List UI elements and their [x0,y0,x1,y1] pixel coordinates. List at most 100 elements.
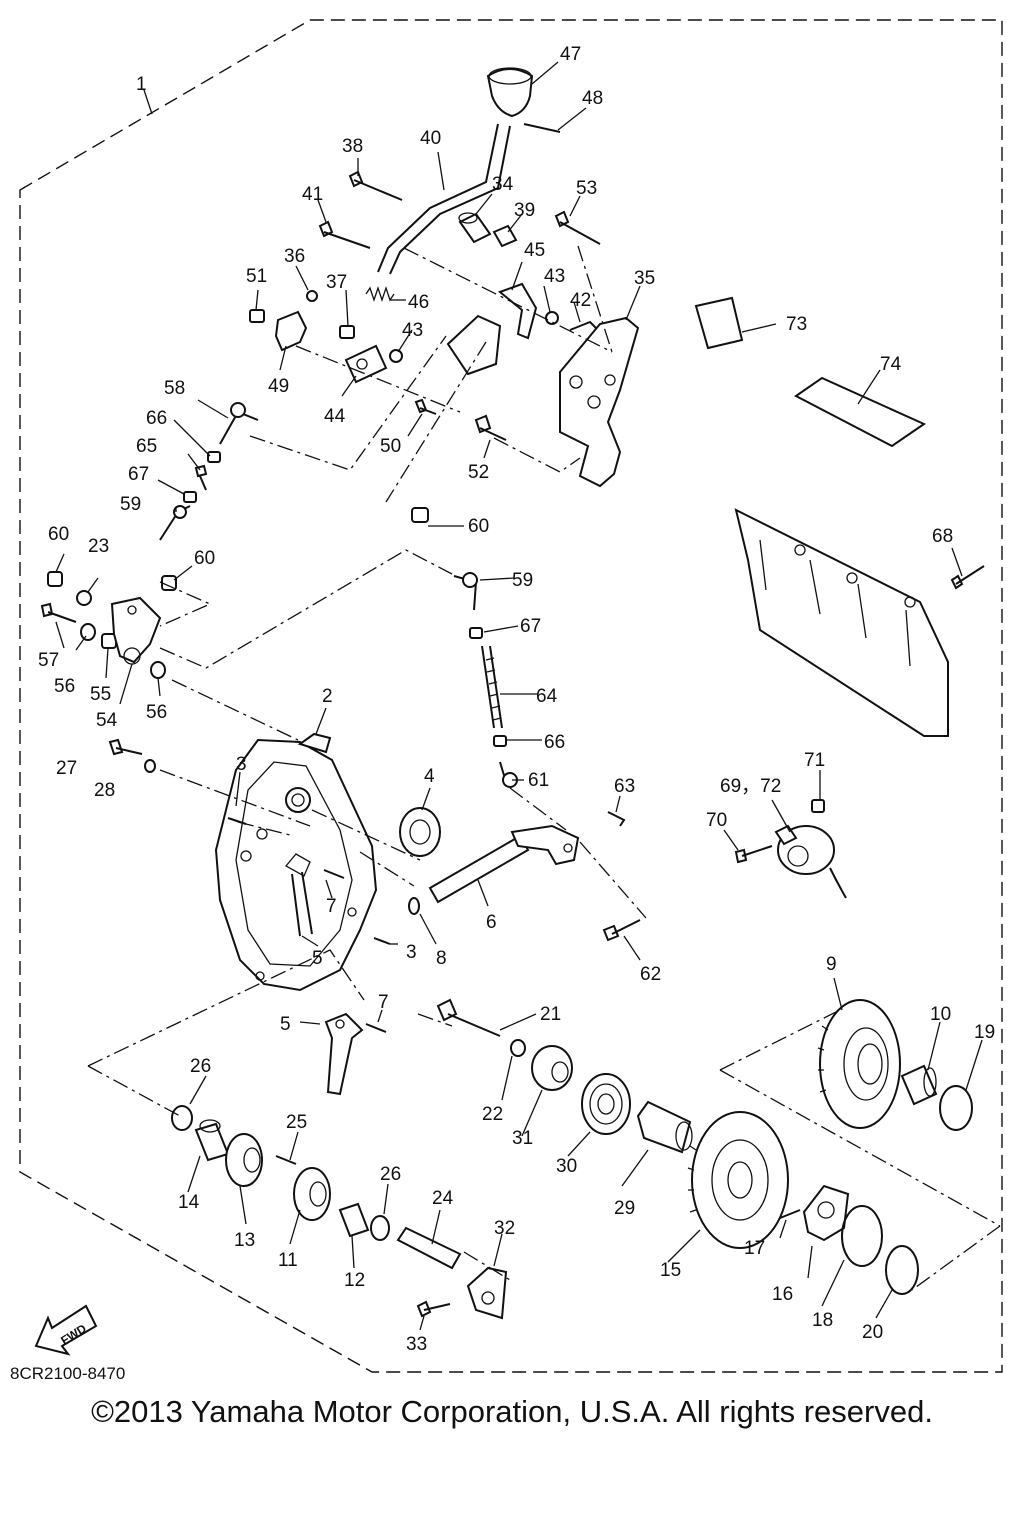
label-65: 65 [136,436,157,457]
label-17: 17 [744,1238,765,1259]
label-9: 9 [826,954,837,975]
part-27-bolt [108,738,143,756]
part-57-bolt [40,602,77,623]
label-29: 29 [614,1198,635,1219]
part-10-needle-bearing [900,1064,938,1106]
part-13-gear [225,1133,263,1187]
label-71: 71 [804,750,825,771]
part-68-pin [950,565,985,590]
part-17-bolt [779,1209,801,1219]
label-12: 12 [344,1270,365,1291]
part-38-bolt [348,170,403,201]
part-43b-nut [545,311,559,325]
part-50-bolt [414,398,437,415]
assembly-boundary [19,19,1003,1373]
part-23-washer [76,590,92,606]
part-68-protector [734,508,949,737]
part-62-bolt [602,919,641,942]
label-31: 31 [512,1128,533,1149]
part-16-nut [802,1184,850,1242]
label-15: 15 [660,1260,681,1281]
label-66b: 66 [544,732,565,753]
part-52-bolt [474,414,507,441]
part-70-bolt [734,845,773,864]
part-33-bolt [416,1300,451,1318]
label-14: 14 [178,1192,200,1213]
label-70: 70 [706,810,727,831]
label-27: 27 [56,758,77,779]
label-73: 73 [786,314,807,335]
label-33: 33 [406,1334,427,1355]
part-31-cap [531,1045,573,1091]
label-41: 41 [302,184,323,205]
label-32: 32 [494,1218,515,1239]
label-19: 19 [974,1022,995,1043]
part-56-washer [80,623,96,641]
label-2: 2 [322,686,333,707]
label-21: 21 [540,1004,561,1025]
label-26a: 26 [190,1056,211,1077]
label-56b: 56 [146,702,167,723]
label-30: 30 [556,1156,577,1177]
part-71-nut [811,799,825,813]
part-18-circlip [841,1205,883,1267]
part-73-label [694,296,744,350]
label-66a: 66 [146,408,167,429]
label-24: 24 [432,1188,454,1209]
part-2-case-cover [214,732,378,992]
part-number-labels: 1 2 3 3 4 5 5 6 7 7 8 9 10 11 12 13 14 1… [38,44,995,1355]
label-18: 18 [812,1310,833,1331]
part-53-bolt [554,210,601,245]
copyright-notice: ©2013 Yamaha Motor Corporation, U.S.A. A… [91,1394,933,1429]
part-15-drive-gear [687,1111,789,1249]
part-25-pin [275,1155,297,1165]
part-56b-washer [150,661,166,679]
label-47: 47 [560,44,581,65]
part-22-washer [510,1039,526,1057]
fwd-arrow-icon: FWD [34,1304,98,1356]
label-63: 63 [614,776,635,797]
label-3a: 3 [236,754,247,775]
label-67a: 67 [128,464,149,485]
label-13: 13 [234,1230,255,1251]
part-45-lever [498,282,538,340]
label-20: 20 [862,1322,883,1343]
part-30-spring [581,1073,631,1135]
label-60c: 60 [468,516,489,537]
part-60-nut [411,507,429,523]
label-56a: 56 [54,676,75,697]
part-21-bolt [436,998,501,1037]
label-58: 58 [164,378,185,399]
diagram-code: 8CR2100-8470 [10,1364,126,1383]
part-51-nut [249,309,265,323]
label-23: 23 [88,536,109,557]
label-11: 11 [278,1250,298,1271]
label-34: 34 [492,174,514,195]
part-12-bearing [338,1202,370,1238]
label-25: 25 [286,1112,307,1133]
part-66b-nut [493,735,507,747]
part-29-sleeve [636,1100,693,1154]
label-5a: 5 [312,948,323,969]
label-54: 54 [96,710,118,731]
label-64: 64 [536,686,558,707]
label-60b: 60 [194,548,215,569]
label-68: 68 [932,526,953,547]
part-4-bearing [399,807,441,857]
label-6: 6 [486,912,497,933]
part-47-shift-knob [486,67,534,118]
label-51: 51 [246,266,267,287]
label-43a: 43 [402,320,423,341]
part-7b-pin [365,1023,387,1033]
part-43-nut [389,349,403,363]
part-5a-arm [291,871,313,937]
label-67b: 67 [520,616,541,637]
label-3b: 3 [406,942,417,963]
label-69-72: 69，72 [720,776,781,797]
label-42: 42 [570,290,591,311]
label-48: 48 [582,88,603,109]
part-7a-pin [323,869,345,879]
label-61: 61 [528,770,549,791]
part-5b-arm [324,1012,364,1096]
part-64-rod [481,645,503,729]
